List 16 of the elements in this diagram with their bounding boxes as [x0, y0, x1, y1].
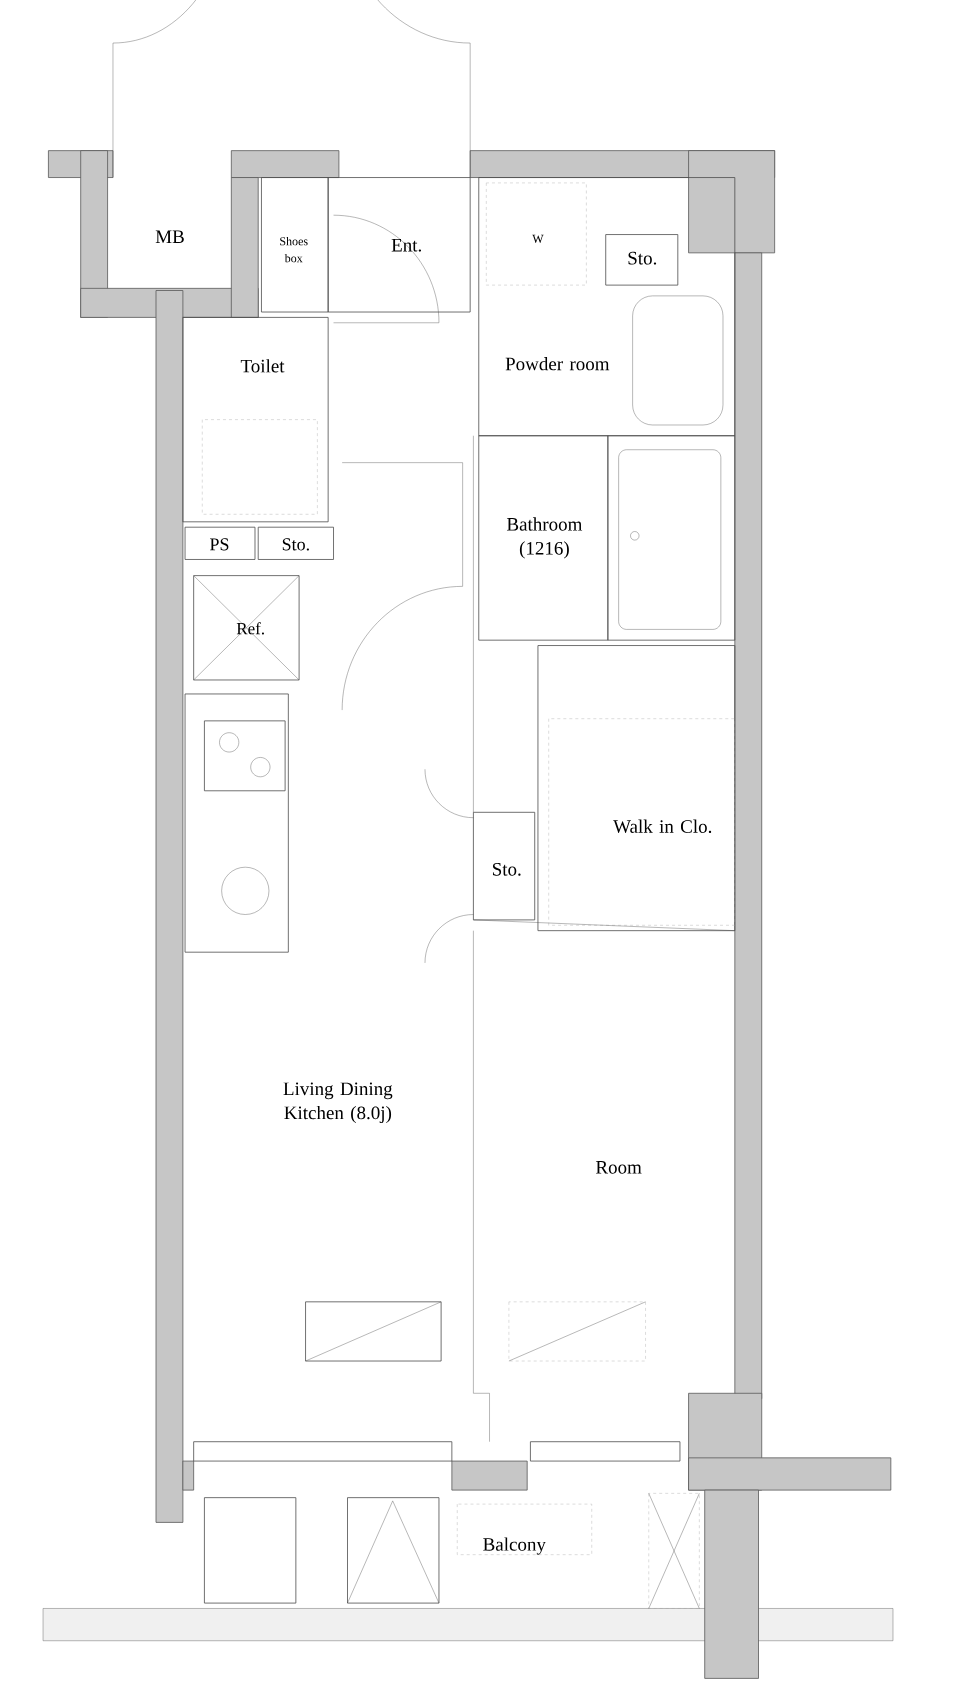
room-label: Sto.	[493, 862, 521, 876]
room-label: Room	[596, 1161, 642, 1174]
room-label: Sto.	[283, 538, 310, 551]
room-label: Bathroom (1216)	[507, 517, 583, 559]
room-label: PS	[210, 538, 229, 551]
room-label: MB	[155, 230, 184, 243]
room-label: Toilet	[241, 359, 285, 373]
room-label: Living Dining Kitchen (8.0j)	[283, 1082, 393, 1124]
room-label: Sto.	[628, 251, 657, 265]
room-label: Walk in Clo.	[613, 819, 712, 833]
room-label: Ent.	[391, 238, 422, 252]
room-label: Powder room	[505, 357, 610, 371]
room-label: W	[532, 234, 544, 243]
room-label: Ref.	[236, 622, 265, 635]
room-label: Balcony	[483, 1537, 546, 1555]
room-label: Shoes box	[280, 236, 308, 263]
